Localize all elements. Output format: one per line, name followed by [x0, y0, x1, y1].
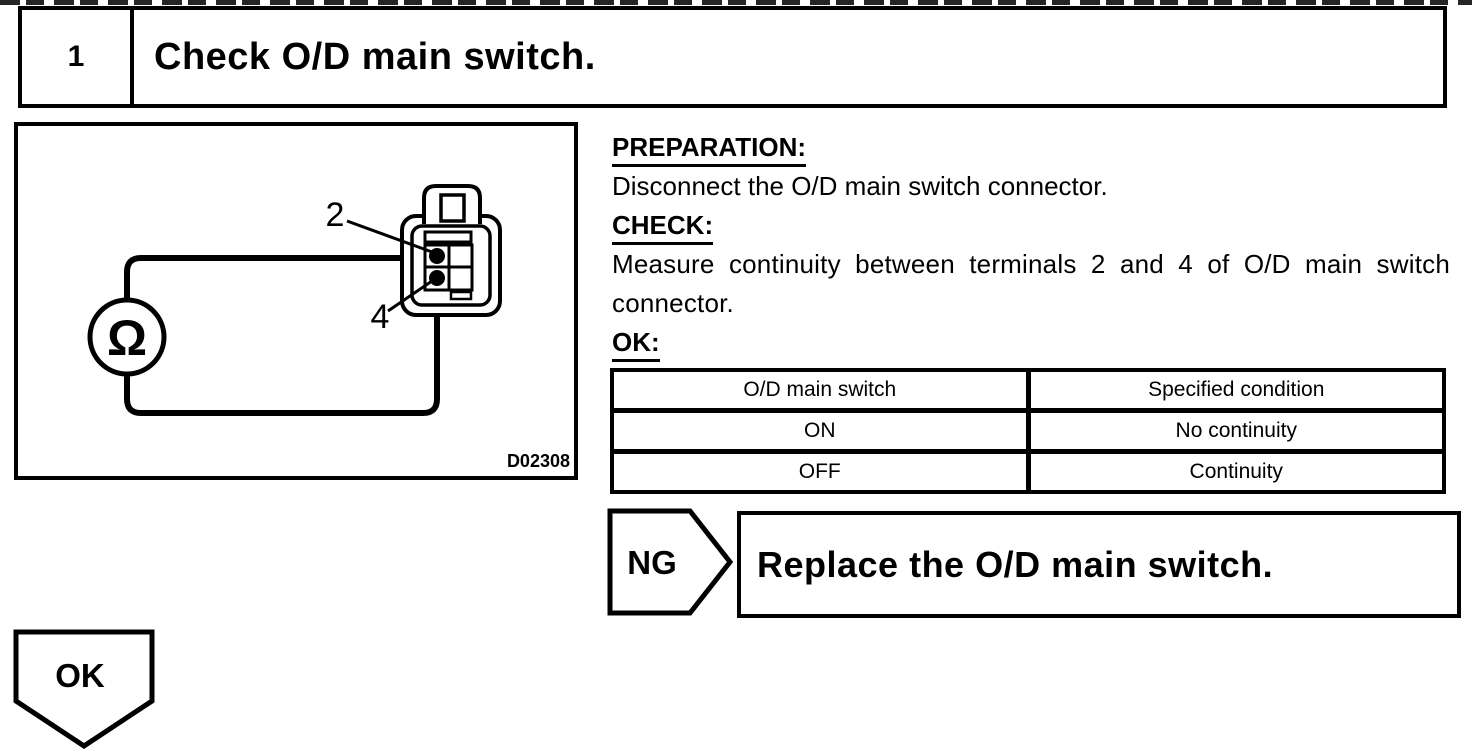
scan-noise-strip: [0, 0, 1472, 5]
specified-condition-table: O/D main switch Specified condition ON N…: [610, 368, 1446, 494]
column-header-switch: O/D main switch: [614, 372, 1031, 408]
figure-code: D02308: [507, 451, 570, 471]
ohmmeter-symbol: Ω: [107, 310, 147, 366]
switch-state-cell: OFF: [614, 454, 1031, 490]
terminal-4-pin: [429, 270, 445, 286]
connector-inner-outline: [410, 224, 492, 307]
condition-cell: No continuity: [1175, 419, 1297, 442]
ohmmeter-icon: [87, 297, 167, 377]
ng-pointer: NG: [606, 507, 736, 622]
connector-notch: [449, 290, 473, 301]
connector-lock-slot: [439, 193, 466, 223]
check-text: Measure continuity between terminals 2 a…: [612, 249, 1450, 318]
continuity-check-diagram: Ω 2 4 D02308: [14, 122, 578, 480]
step-title: Check O/D main switch.: [154, 35, 596, 78]
column-header-condition: Specified condition: [1148, 378, 1325, 401]
wire-to-terminal-4: [124, 280, 440, 416]
preparation-text: Disconnect the O/D main switch connector…: [612, 171, 1108, 201]
ok-label: OK: [55, 657, 105, 694]
step-header: 1 Check O/D main switch.: [18, 6, 1447, 108]
leader-line-2: [346, 219, 433, 254]
ok-heading: OK:: [612, 323, 1450, 362]
leader-line-4: [387, 279, 433, 313]
continuity-check-figure: Ω 2 4 D02308: [14, 122, 578, 480]
table-row: ON No continuity: [614, 408, 1442, 449]
condition-cell: Continuity: [1189, 460, 1283, 483]
ok-pointer: OK: [12, 628, 156, 755]
instructions: PREPARATION: Disconnect the O/D main swi…: [612, 128, 1450, 362]
check-heading: CHECK:: [612, 206, 1450, 245]
terminal-4-label: 4: [371, 298, 390, 336]
table-header-row: O/D main switch Specified condition: [614, 372, 1442, 408]
terminal-2-label: 2: [326, 196, 345, 234]
terminal-2-pin: [429, 248, 445, 264]
ng-action-text: Replace the O/D main switch.: [757, 543, 1274, 585]
switch-state-cell: ON: [614, 413, 1031, 449]
connector-top-slot: [423, 230, 473, 244]
ng-label: NG: [627, 544, 677, 581]
table-row: OFF Continuity: [614, 449, 1442, 490]
preparation-heading: PREPARATION:: [612, 128, 1450, 167]
connector-lock-tab: [422, 184, 482, 224]
step-number: 1: [22, 10, 134, 104]
ng-action-box: Replace the O/D main switch.: [737, 511, 1461, 618]
ok-arrow-icon: OK: [13, 629, 155, 749]
wire-to-terminal-2: [124, 255, 435, 302]
ng-arrow-icon: NG: [607, 508, 734, 616]
